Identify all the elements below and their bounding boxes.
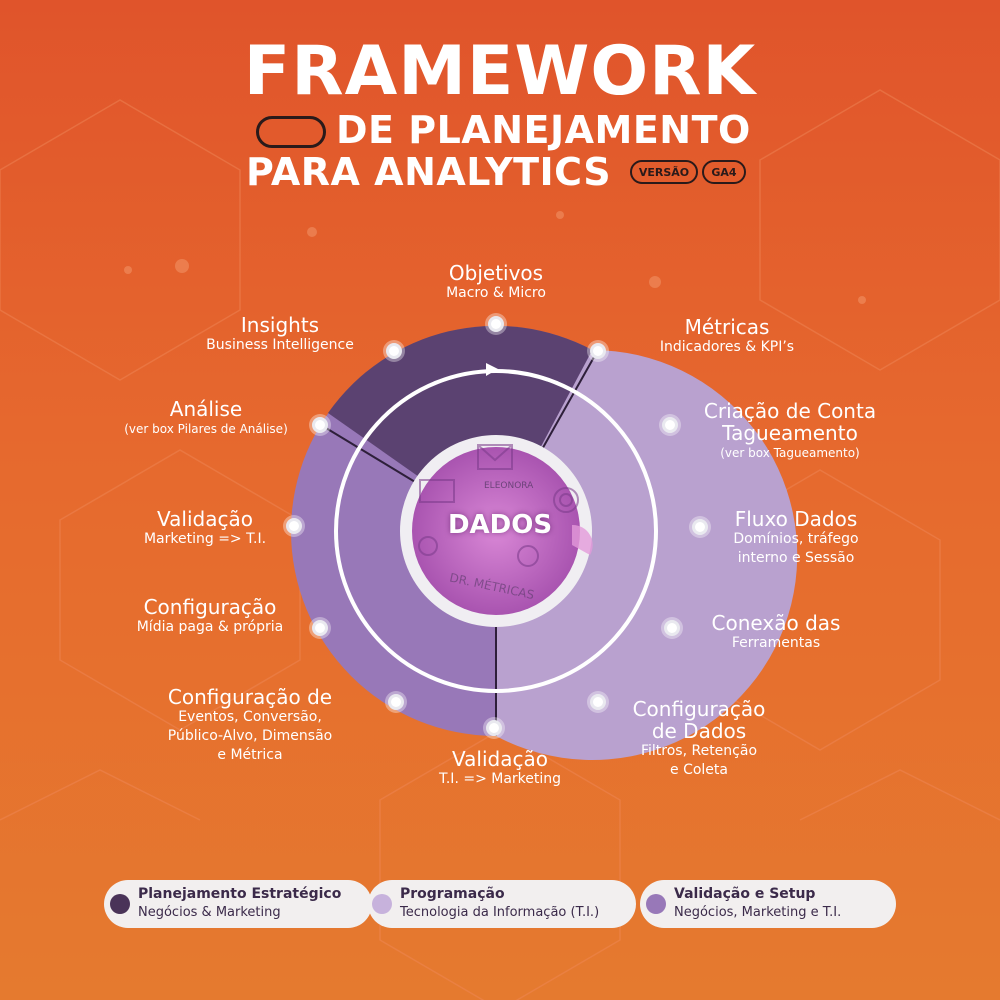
center-dados-label: DADOS — [447, 510, 553, 540]
step-validacao-ti: Validação T.I. => Marketing — [400, 748, 600, 789]
step-title: Configuração — [143, 595, 277, 619]
legend-subtitle: Tecnologia da Informação (T.I.) — [400, 905, 600, 920]
step-validacao-mkt: Validação Marketing => T.I. — [110, 508, 300, 549]
center-pie-icon — [572, 524, 593, 555]
step-title-line2: Tagueamento — [722, 421, 858, 445]
legend-dot-strategic — [110, 894, 130, 914]
legend-dot-programming — [372, 894, 392, 914]
step-objetivos: Objetivos Macro & Micro — [396, 262, 596, 303]
step-fluxo-dados: Fluxo Dados Domínios, tráfego interno e … — [706, 508, 886, 568]
step-conexao: Conexão das Ferramentas — [686, 612, 866, 653]
legend-title: Programação — [400, 886, 505, 902]
title-para-analytics: PARA ANALYTICS — [246, 150, 612, 194]
step-subtitle: Indicadores & KPI’s — [659, 339, 795, 355]
step-title: Validação — [157, 507, 253, 531]
legend-title: Planejamento Estratégico — [138, 886, 342, 902]
tag-versao: VERSÃO — [630, 160, 698, 184]
inner-cycle-ring — [334, 369, 658, 693]
step-dot-insights — [386, 343, 402, 359]
step-dot-analise — [312, 417, 328, 433]
step-criacao-conta: Criação de Conta Tagueamento (ver box Ta… — [680, 400, 900, 463]
step-title: Criação de Conta — [703, 399, 877, 423]
step-subtitle-line2: interno e Sessão — [737, 550, 855, 566]
center-marketing-icons — [418, 444, 579, 567]
legend-subtitle: Negócios & Marketing — [138, 905, 281, 920]
legend-subtitle: Negócios, Marketing e T.I. — [674, 905, 842, 920]
legend-title: Validação e Setup — [674, 886, 816, 902]
step-subtitle: (ver box Tagueamento) — [720, 446, 860, 460]
step-subtitle: Domínios, tráfego — [733, 531, 859, 547]
title-framework: FRAMEWORK — [243, 32, 757, 111]
step-subtitle: T.I. => Marketing — [438, 771, 562, 787]
step-subtitle: (ver box Pilares de Análise) — [124, 422, 288, 436]
step-subtitle: Eventos, Conversão, — [178, 709, 322, 725]
step-subtitle-line2: Público-Alvo, Dimensão — [167, 728, 333, 744]
step-dot-conexao — [664, 620, 680, 636]
step-dot-configuracao-midia — [312, 620, 328, 636]
step-subtitle: Filtros, Retenção — [640, 743, 758, 759]
step-subtitle-line3: e Métrica — [217, 747, 283, 763]
step-dot-metricas — [590, 343, 606, 359]
step-dot-config-dados — [590, 694, 606, 710]
step-config-dados: Configuração de Dados Filtros, Retenção … — [604, 698, 794, 780]
step-title: Validação — [452, 747, 548, 771]
step-dot-validacao-ti — [486, 720, 502, 736]
step-title: Análise — [169, 397, 243, 421]
title-de-planejamento: DE PLANEJAMENTO — [336, 108, 751, 152]
step-title: Conexão das — [711, 611, 841, 635]
step-title: Métricas — [684, 315, 770, 339]
step-title: Configuração de — [167, 685, 333, 709]
step-title-line2: de Dados — [651, 719, 747, 743]
step-title: Fluxo Dados — [734, 507, 858, 531]
center-watermark-eleonora: ELEONORA — [484, 481, 534, 491]
step-subtitle-line2: e Coleta — [670, 762, 728, 778]
step-subtitle: Marketing => T.I. — [143, 531, 267, 547]
legend-item-programming: Programação Tecnologia da Informação (T.… — [368, 880, 636, 928]
step-config-eventos: Configuração de Eventos, Conversão, Públ… — [130, 686, 370, 765]
title-decoration-pill — [256, 116, 326, 148]
step-title: Insights — [240, 313, 320, 337]
step-subtitle: Ferramentas — [731, 635, 821, 651]
step-subtitle: Mídia paga & própria — [136, 619, 284, 635]
step-title: Objetivos — [448, 261, 544, 285]
step-metricas: Métricas Indicadores & KPI’s — [612, 316, 842, 357]
legend-item-strategic: Planejamento Estratégico Negócios & Mark… — [104, 880, 372, 928]
ring-strategic-sector — [328, 325, 593, 531]
step-subtitle: Macro & Micro — [446, 285, 546, 301]
step-analise: Análise (ver box Pilares de Análise) — [96, 398, 316, 439]
step-dot-fluxo-dados — [692, 519, 708, 535]
step-dot-config-eventos — [388, 694, 404, 710]
step-dot-validacao-mkt — [286, 518, 302, 534]
step-dot-criacao-conta — [662, 417, 678, 433]
legend-dot-validation — [646, 894, 666, 914]
ring-programming-sector — [496, 350, 798, 760]
step-insights: Insights Business Intelligence — [170, 314, 390, 355]
cycle-arrow-icon — [486, 363, 498, 376]
step-title: Configuração — [632, 697, 766, 721]
step-dot-objetivos — [488, 316, 504, 332]
tag-ga4: GA4 — [702, 160, 746, 184]
step-configuracao-midia: Configuração Mídia paga & própria — [100, 596, 320, 637]
legend-item-validation: Validação e Setup Negócios, Marketing e … — [640, 880, 896, 928]
step-subtitle: Business Intelligence — [206, 337, 354, 353]
